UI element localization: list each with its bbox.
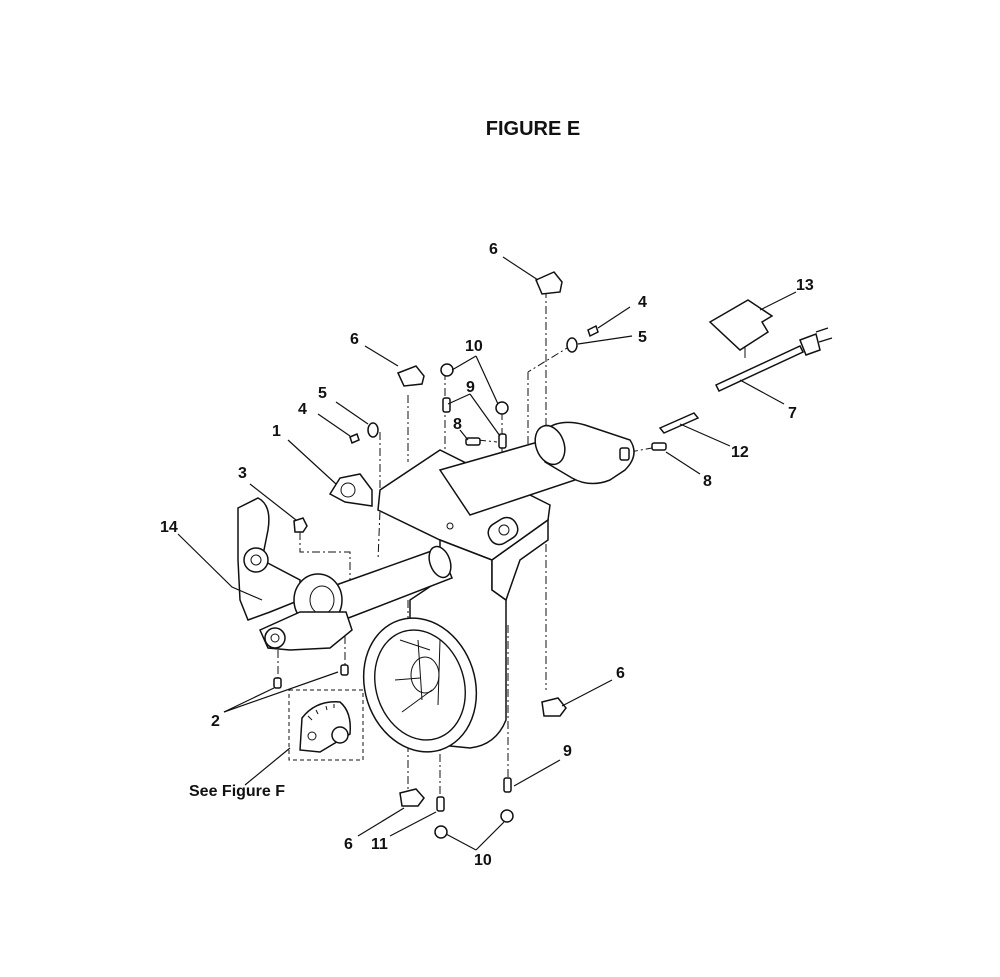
callout-4: 4 — [298, 401, 307, 418]
callout-4: 4 — [638, 294, 647, 311]
setscrew-9b — [498, 433, 507, 449]
setscrew-9a — [442, 397, 451, 413]
setscrew-9-bottom — [503, 777, 512, 793]
callout-6: 6 — [350, 331, 359, 348]
callout-6: 6 — [489, 241, 498, 258]
callout-9: 9 — [466, 379, 475, 396]
nut-top-left — [440, 363, 454, 377]
callout-14: 14 — [160, 519, 178, 536]
setscrew-2a — [340, 664, 349, 676]
clamp-right-bottom — [541, 697, 567, 717]
setscrew-8b — [651, 442, 667, 451]
callout-3: 3 — [238, 465, 247, 482]
label-13 — [708, 299, 774, 351]
washer-right — [566, 337, 578, 353]
plug — [799, 333, 821, 356]
clamp-bottom — [399, 788, 425, 807]
nut-bottom-right — [500, 809, 514, 823]
part-3 — [293, 517, 308, 533]
callout-11: 11 — [371, 836, 388, 853]
screw-left — [349, 432, 360, 445]
callout-12: 12 — [731, 444, 749, 461]
callout-10: 10 — [465, 338, 483, 355]
callout-6: 6 — [344, 836, 353, 853]
callout-7: 7 — [788, 405, 797, 422]
setscrew-8a — [465, 437, 481, 446]
nut-top-right — [495, 401, 509, 415]
callout-5: 5 — [318, 385, 327, 402]
figure-title: FIGURE E — [485, 118, 581, 140]
callout-8: 8 — [703, 473, 712, 490]
screw-right — [587, 324, 599, 338]
callout-10: 10 — [474, 852, 492, 869]
setscrew-11 — [436, 796, 445, 812]
callout-5: 5 — [638, 329, 647, 346]
leader-lines — [177, 256, 797, 851]
clamp-left-top — [396, 365, 425, 387]
washer-left — [367, 422, 379, 438]
left-bracket-assembly — [237, 473, 453, 651]
hardware-parts — [273, 271, 833, 839]
cord-7 — [714, 345, 805, 392]
callout-13: 13 — [796, 277, 814, 294]
callout-9: 9 — [563, 743, 572, 760]
setscrew-2b — [273, 677, 282, 689]
callout-1: 1 — [272, 423, 281, 440]
rod-12 — [658, 412, 700, 434]
callout-labels: 6 6 6 6 4 4 5 5 10 10 9 9 8 8 1 3 14 2 1… — [160, 241, 814, 869]
callout-6: 6 — [616, 665, 625, 682]
clamp-top — [535, 271, 563, 295]
figure-f-inset — [288, 689, 364, 761]
callout-2: 2 — [211, 713, 220, 730]
callout-8: 8 — [453, 416, 462, 433]
see-figure-f-label: See Figure F — [189, 783, 285, 800]
nut-bottom-left — [434, 825, 448, 839]
housing-assembly — [362, 421, 635, 753]
